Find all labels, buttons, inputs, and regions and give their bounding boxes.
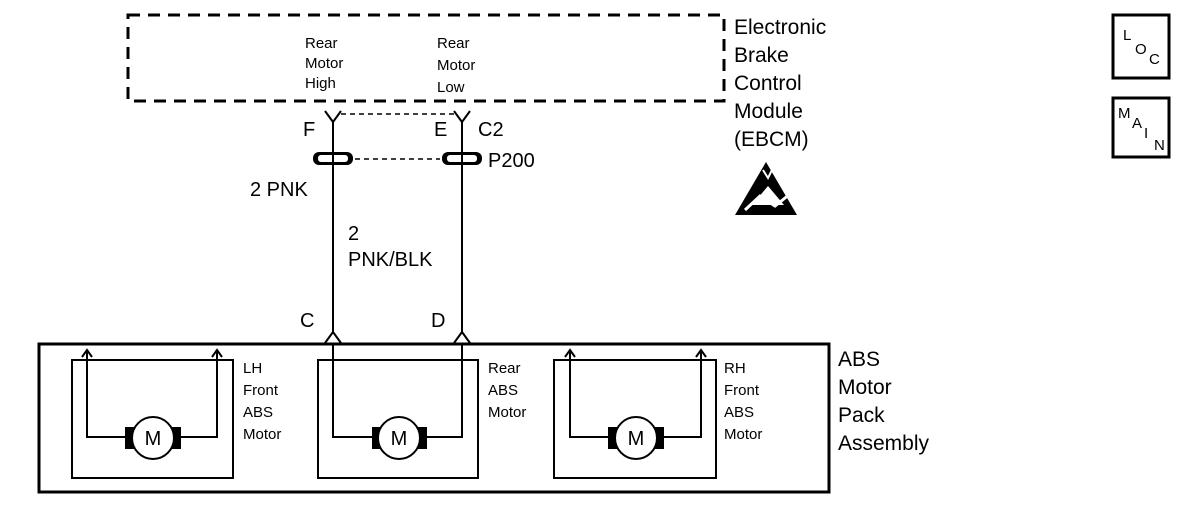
right-wire-gauge: 2 (348, 223, 359, 245)
ebcm-module-outline (126, 13, 726, 103)
svg-text:N: N (1154, 137, 1165, 154)
location-icon[interactable]: L O C (1111, 13, 1171, 80)
abs-motor-pack-outline (37, 342, 831, 494)
lh-front-motor: M (71, 348, 234, 479)
main-index-icon[interactable]: M A I N (1111, 96, 1171, 159)
left-wire-label: 2 PNK (250, 179, 308, 201)
ebcm-name: Electronic Brake Control Module (EBCM) (734, 16, 832, 151)
motor-symbol: M (628, 428, 645, 450)
pin-c-label: C (300, 310, 314, 332)
lh-front-motor-label: LH Front ABS Motor (243, 360, 282, 443)
pin-d-terminal (453, 330, 471, 344)
right-wire-color: PNK/BLK (348, 249, 433, 271)
motor-symbol: M (391, 428, 408, 450)
svg-text:I: I (1144, 125, 1148, 142)
svg-text:M: M (1118, 105, 1131, 122)
svg-text:A: A (1132, 115, 1142, 132)
pin-f-terminal (324, 110, 342, 152)
pin-c-terminal (324, 330, 342, 344)
p200-label: P200 (488, 150, 535, 172)
rear-motor-label: Rear ABS Motor (488, 360, 526, 421)
pin-e-label: E (434, 119, 447, 141)
p200-inline-connector (313, 150, 482, 167)
abs-motor-pack-name: ABS Motor Pack Assembly (838, 348, 930, 455)
pin-low-label: Rear Motor Low (437, 35, 480, 96)
rear-motor: M (317, 343, 479, 479)
rh-front-motor-label: RH Front ABS Motor (724, 360, 763, 443)
svg-text:L: L (1123, 27, 1131, 44)
pin-f-label: F (303, 119, 315, 141)
motor-symbol: M (145, 428, 162, 450)
pin-d-label: D (431, 310, 445, 332)
c2-connector-label: C2 (478, 119, 504, 141)
svg-text:O: O (1135, 41, 1147, 58)
pin-high-label: Rear Motor High (305, 35, 348, 92)
pin-e-terminal (453, 110, 471, 152)
svg-text:C: C (1149, 51, 1160, 68)
rh-front-motor: M (553, 348, 717, 479)
esd-warning-icon (735, 162, 797, 215)
